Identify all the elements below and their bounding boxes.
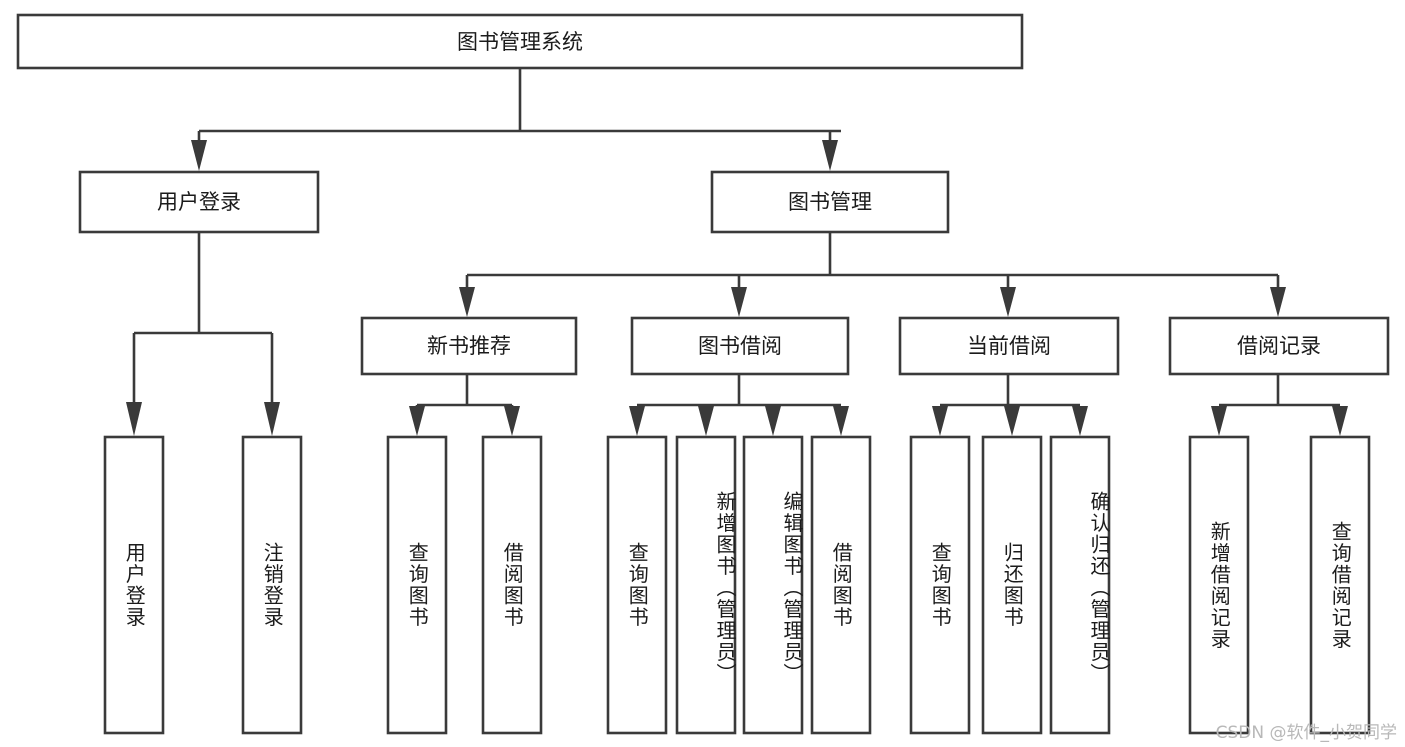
arrow-head-leaf-logout — [264, 402, 280, 436]
node-current-borrow-label: 当前借阅 — [967, 334, 1051, 358]
arrow-head-new-book-rec — [459, 287, 475, 317]
node-root-system-label: 图书管理系统 — [457, 30, 583, 54]
connector-group-book-mgmt — [459, 232, 1286, 317]
arrow-head-book-borrow — [731, 287, 747, 317]
arrow-head-leaf-add-book — [698, 406, 714, 436]
node-new-book-recommend-label: 新书推荐 — [427, 334, 511, 358]
connector-group-user-login — [126, 232, 280, 436]
arrow-head-current-borrow — [1000, 287, 1016, 317]
node-new-book-recommend[interactable]: 新书推荐 — [360, 316, 578, 376]
leaf-box-add-book-admin[interactable] — [675, 435, 737, 735]
connector-group-root — [191, 68, 841, 171]
leaf-box-query-book-newrec[interactable] — [386, 435, 448, 735]
connector-group-borrow-record — [1211, 374, 1348, 436]
node-root-system[interactable]: 图书管理系统 — [16, 13, 1024, 70]
arrow-head-leaf-add-record — [1211, 406, 1227, 436]
node-borrow-record-label: 借阅记录 — [1237, 334, 1321, 358]
arrow-head-leaf-user-login — [126, 402, 142, 436]
arrow-head-leaf-query-book-3 — [932, 406, 948, 436]
node-book-management[interactable]: 图书管理 — [710, 170, 950, 234]
leaf-box-logout[interactable] — [241, 435, 303, 735]
leaf-box-add-borrow-record[interactable] — [1188, 435, 1250, 735]
arrow-head-leaf-query-book-2 — [629, 406, 645, 436]
node-borrow-record[interactable]: 借阅记录 — [1168, 316, 1390, 376]
arrow-head-leaf-borrow-book-1 — [504, 406, 520, 436]
leaf-box-query-book-current[interactable] — [909, 435, 971, 735]
node-user-login-label: 用户登录 — [157, 190, 241, 214]
node-book-management-label: 图书管理 — [788, 190, 872, 214]
leaf-box-user-login[interactable] — [103, 435, 165, 735]
leaf-box-return-book[interactable] — [981, 435, 1043, 735]
watermark-text: CSDN @软件_小贺同学 — [1215, 723, 1397, 743]
connector-group-book-borrow — [629, 374, 849, 436]
connector-group-current-borrow — [932, 374, 1088, 436]
arrow-head-leaf-return-book — [1004, 406, 1020, 436]
arrow-head-borrow-record — [1270, 287, 1286, 317]
leaf-box-edit-book-admin[interactable] — [742, 435, 804, 735]
node-book-borrow[interactable]: 图书借阅 — [630, 316, 850, 376]
arrow-head-book-mgmt — [822, 140, 838, 171]
node-current-borrow[interactable]: 当前借阅 — [898, 316, 1120, 376]
node-user-login[interactable]: 用户登录 — [78, 170, 320, 234]
arrow-head-leaf-borrow-book-2 — [833, 406, 849, 436]
leaf-box-borrow-book-newrec[interactable] — [481, 435, 543, 735]
arrow-head-user-login — [191, 140, 207, 171]
arrow-head-leaf-edit-book — [765, 406, 781, 436]
leaf-box-confirm-return-admin[interactable] — [1049, 435, 1111, 735]
connector-group-new-book-rec — [409, 374, 520, 436]
arrow-head-leaf-confirm-return — [1072, 406, 1088, 436]
leaf-box-borrow-book[interactable] — [810, 435, 872, 735]
leaf-box-query-borrow-record[interactable] — [1309, 435, 1371, 735]
arrow-head-leaf-query-book-1 — [409, 406, 425, 436]
node-book-borrow-label: 图书借阅 — [698, 334, 782, 358]
leaf-box-query-book-borrow[interactable] — [606, 435, 668, 735]
arrow-head-leaf-query-record — [1332, 406, 1348, 436]
